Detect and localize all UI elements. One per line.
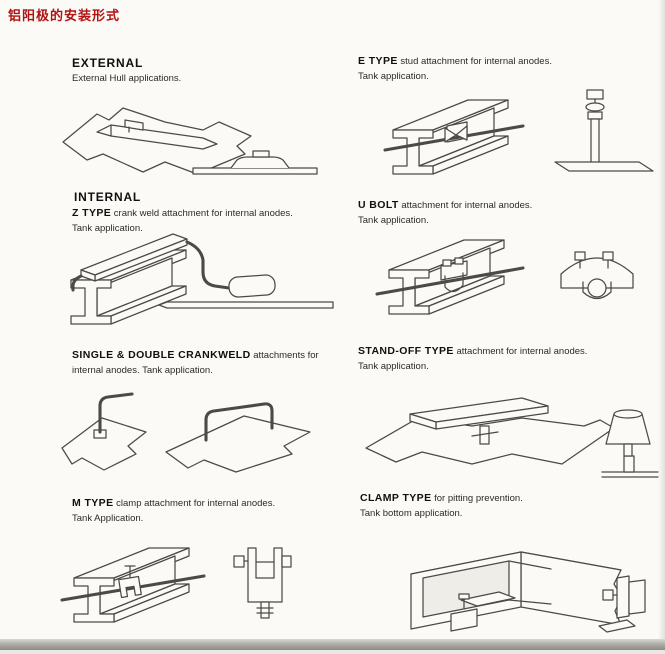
u-bolt-line2: Tank application.: [358, 214, 429, 226]
m-type-caption: M TYPE clamp attachment for internal ano…: [72, 496, 362, 526]
e-type-heading: E TYPE: [358, 55, 398, 67]
e-type-drawing: [383, 89, 654, 175]
z-type-drawing: [70, 233, 334, 325]
scan-bottom-edge: [0, 650, 665, 654]
clamp-type-line2: Tank bottom application.: [360, 507, 463, 519]
standoff-heading: STAND-OFF TYPE: [358, 345, 454, 357]
crankweld-drawing: [61, 392, 311, 473]
m-type-desc: clamp attachment for internal anodes.: [116, 498, 276, 509]
u-bolt-caption: U BOLT attachment for internal anodes. T…: [358, 198, 638, 228]
m-type-line2: Tank Application.: [72, 512, 144, 524]
internal-caption: INTERNAL: [74, 188, 141, 206]
clamp-type-heading: CLAMP TYPE: [360, 492, 432, 504]
scan-bottom-band: [0, 639, 665, 650]
clamp-type-drawing: [410, 551, 646, 633]
u-bolt-heading: U BOLT: [358, 199, 399, 211]
u-bolt-detail: [560, 251, 634, 300]
m-type-drawing: [60, 547, 292, 623]
external-caption: EXTERNAL External Hull applications.: [72, 54, 322, 86]
clamp-type-desc: for pitting prevention.: [434, 493, 523, 504]
u-bolt-drawing: [375, 239, 634, 315]
z-type-caption: Z TYPE crank weld attachment for interna…: [72, 206, 352, 236]
e-type-stud-detail: [554, 89, 654, 172]
e-type-desc: stud attachment for internal anodes.: [400, 56, 552, 67]
m-type-clamp-detail: [233, 547, 292, 619]
external-heading: EXTERNAL: [72, 56, 144, 70]
standoff-caption: STAND-OFF TYPE attachment for internal a…: [358, 344, 648, 374]
clamp-type-detail: [598, 575, 646, 633]
internal-heading: INTERNAL: [74, 190, 142, 204]
external-line2: External Hull applications.: [72, 73, 182, 84]
page-title: 铝阳极的安装形式: [8, 8, 121, 23]
clamp-type-caption: CLAMP TYPE for pitting prevention. Tank …: [360, 491, 650, 521]
m-type-heading: M TYPE: [72, 497, 114, 509]
u-bolt-desc: attachment for internal anodes.: [401, 200, 533, 211]
e-type-line2: Tank application.: [358, 70, 429, 82]
crankweld-line2: internal anodes. Tank application.: [72, 364, 213, 376]
external-hull-drawing: [62, 107, 318, 175]
z-type-heading: Z TYPE: [72, 207, 112, 219]
standoff-line2: Tank application.: [358, 360, 429, 372]
crankweld-caption: SINGLE & DOUBLE CRANKWELD attachments fo…: [72, 348, 372, 378]
standoff-desc: attachment for internal anodes.: [456, 346, 588, 357]
z-type-line2: Tank application.: [72, 222, 143, 234]
standoff-detail: [601, 409, 659, 478]
crankweld-desc: attachments for: [253, 350, 319, 361]
crankweld-heading: SINGLE & DOUBLE CRANKWELD: [72, 349, 251, 361]
e-type-caption: E TYPE stud attachment for internal anod…: [358, 54, 638, 84]
z-type-desc: crank weld attachment for internal anode…: [113, 208, 293, 219]
standoff-drawing: [365, 397, 659, 478]
scan-edge-shadow: [658, 0, 665, 654]
